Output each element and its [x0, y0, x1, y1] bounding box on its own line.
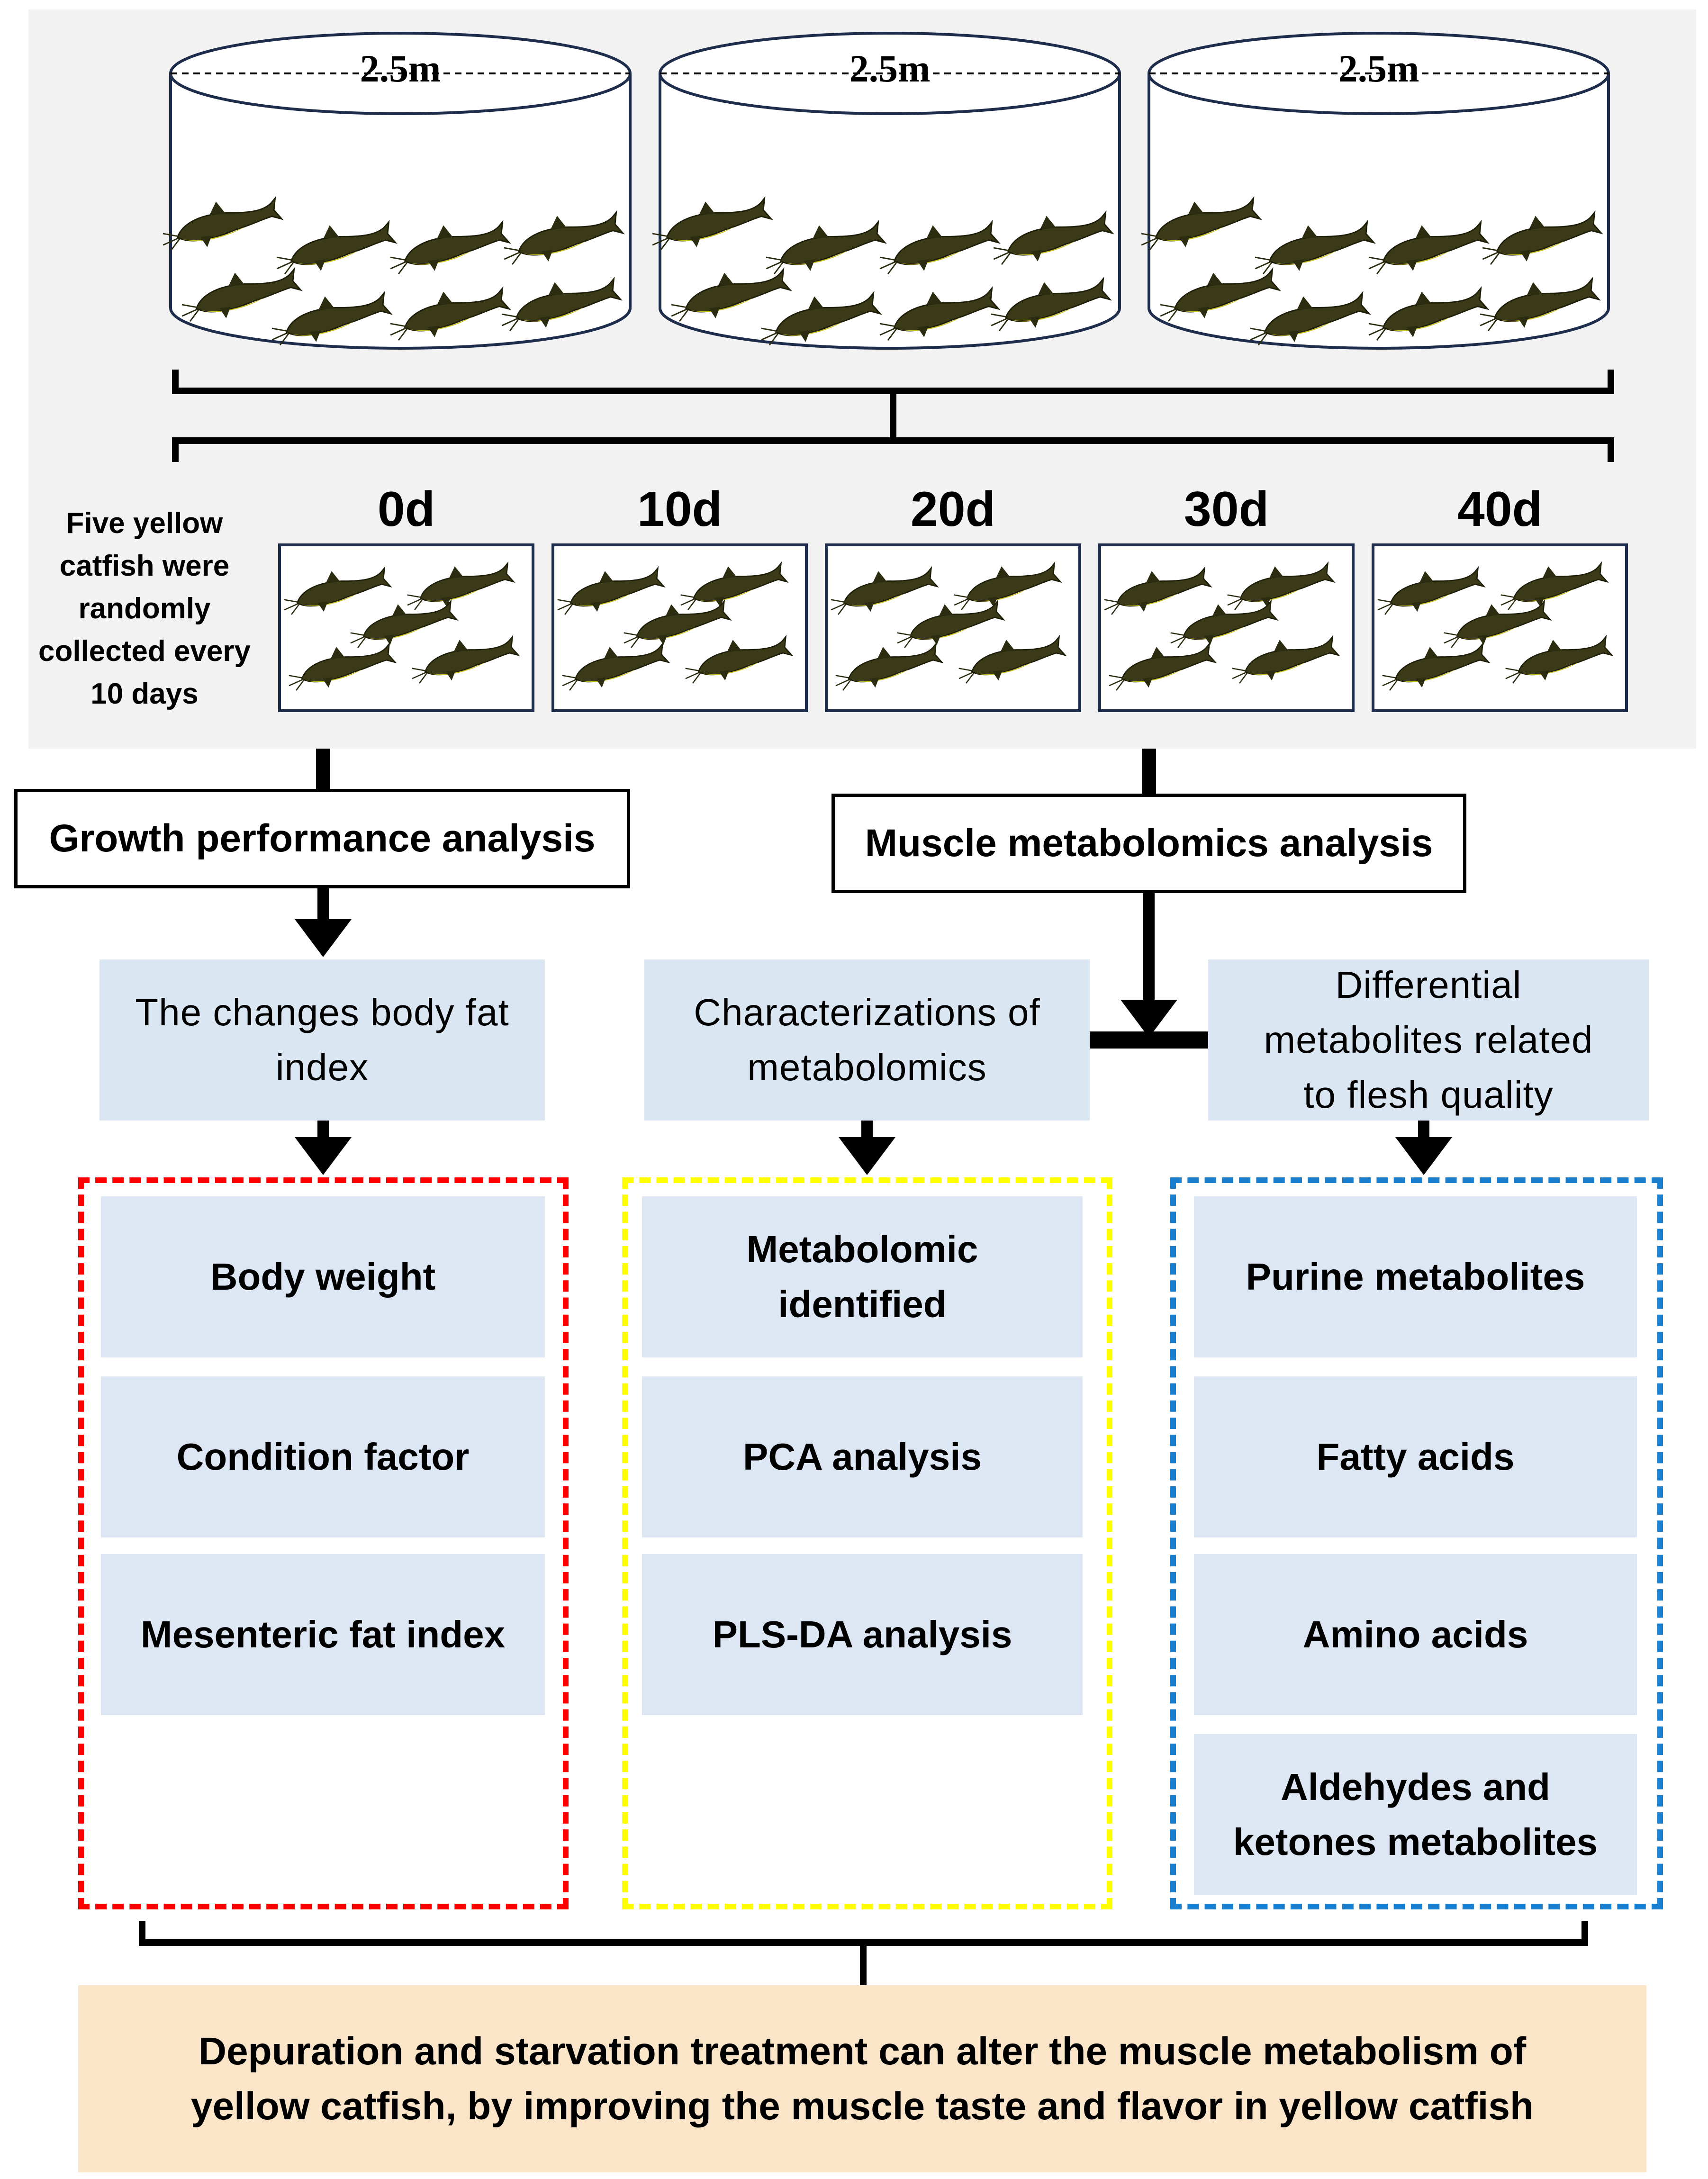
aldehydes-ketones-item: Aldehydes and ketones metabolites	[1194, 1734, 1637, 1895]
catfish-icon	[1505, 634, 1614, 684]
characterization-items-group	[622, 1177, 1112, 1909]
growth-arrowhead	[295, 919, 352, 957]
catfish-icon	[1109, 642, 1217, 691]
metabolomics-arrowhead	[1121, 1000, 1177, 1038]
fish-group	[163, 196, 1614, 691]
catfish-icon	[562, 642, 670, 691]
catfish-icon	[1141, 196, 1262, 251]
catfish-icon	[991, 276, 1112, 332]
sample-box-30d	[1098, 543, 1355, 712]
catfish-icon	[831, 566, 939, 615]
catfish-icon	[1250, 290, 1371, 346]
tank-3-diameter-label: 2.5m	[1338, 47, 1419, 90]
catfish-icon	[897, 599, 1005, 648]
catfish-icon	[1104, 566, 1212, 615]
catfish-icon	[271, 290, 393, 346]
metabolomic-identified-item: Metabolomic identified	[642, 1196, 1083, 1357]
catfish-icon	[390, 286, 511, 341]
catfish-icon	[412, 634, 520, 684]
sampling-note: Five yellow catfish were randomly collec…	[38, 507, 251, 710]
catfish-icon	[958, 634, 1067, 684]
differential-arrowhead	[1395, 1137, 1452, 1175]
amino-acids-item: Amino acids	[1194, 1554, 1637, 1715]
catfish-icon	[1377, 566, 1486, 615]
catfish-icon	[276, 219, 398, 275]
catfish-icon	[1255, 219, 1376, 275]
catfish-icon	[1227, 561, 1336, 610]
day-bracket	[172, 437, 1614, 462]
catfish-icon	[1170, 599, 1279, 648]
fatty-acids-item: Fatty acids	[1194, 1376, 1637, 1537]
catfish-icon	[504, 210, 625, 265]
catfish-icon	[993, 210, 1114, 265]
catfish-icon	[163, 196, 284, 251]
pls-da-analysis-item: PLS-DA analysis	[642, 1554, 1083, 1715]
catfish-icon	[1382, 642, 1491, 691]
purine-metabolites-item: Purine metabolites	[1194, 1196, 1637, 1357]
day-label-10d: 10d	[637, 481, 723, 537]
tank-2-diameter-label: 2.5m	[849, 47, 931, 90]
mesenteric-fat-index-item: Mesenteric fat index	[101, 1554, 545, 1715]
condition-factor-item: Condition factor	[101, 1376, 545, 1537]
catfish-icon	[1368, 286, 1490, 341]
catfish-icon	[685, 634, 794, 684]
catfish-icon	[835, 642, 944, 691]
catfish-icon	[390, 219, 511, 275]
catfish-icon	[680, 561, 789, 610]
conclusion-box: Depuration and starvation treatment can …	[78, 1985, 1646, 2172]
body-weight-item: Body weight	[101, 1196, 545, 1357]
catfish-icon	[1160, 267, 1281, 322]
catfish-icon	[652, 196, 773, 251]
catfish-icon	[624, 599, 732, 648]
catfish-icon	[1232, 634, 1340, 684]
catfish-icon	[181, 267, 303, 322]
differential-items-group	[1170, 1177, 1663, 1909]
sample-box-20d	[825, 543, 1081, 712]
catfish-icon	[1480, 276, 1601, 332]
characterization-box: Characterizations of metabolomics	[644, 959, 1090, 1121]
catfish-icon	[879, 286, 1001, 341]
tank-1-diameter-label: 2.5m	[360, 47, 441, 90]
catfish-icon	[761, 290, 882, 346]
pca-analysis-item: PCA analysis	[642, 1376, 1083, 1537]
catfish-icon	[1500, 561, 1609, 610]
day-label-30d: 30d	[1184, 481, 1269, 537]
tank-bracket	[172, 370, 1614, 394]
body-fat-index-box: The changes body fat index	[99, 959, 545, 1121]
catfish-icon	[501, 276, 623, 332]
conclusion-bracket	[139, 1921, 1588, 1946]
catfish-icon	[350, 599, 459, 648]
fatindex-arrowhead	[295, 1137, 352, 1175]
day-label-20d: 20d	[910, 481, 996, 537]
catfish-icon	[289, 642, 397, 691]
growth-performance-box: Growth performance analysis	[14, 789, 630, 888]
catfish-icon	[766, 219, 887, 275]
catfish-icon	[1368, 219, 1490, 275]
day-label-0d: 0d	[377, 481, 435, 537]
catfish-icon	[954, 561, 1062, 610]
catfish-icon	[1444, 599, 1552, 648]
catfish-icon	[407, 561, 515, 610]
catfish-icon	[671, 267, 792, 322]
conclusion-text: Depuration and starvation treatment can …	[190, 2029, 1534, 2128]
catfish-icon	[557, 566, 666, 615]
characterization-arrowhead	[839, 1137, 895, 1175]
catfish-icon	[284, 566, 392, 615]
day-label-40d: 40d	[1457, 481, 1543, 537]
differential-metabolites-box: Differential metabolites related to fles…	[1208, 959, 1649, 1121]
catfish-icon	[879, 219, 1001, 275]
catfish-icon	[1482, 210, 1603, 265]
muscle-metabolomics-box: Muscle metabolomics analysis	[831, 794, 1466, 893]
growth-items-group	[78, 1177, 569, 1909]
